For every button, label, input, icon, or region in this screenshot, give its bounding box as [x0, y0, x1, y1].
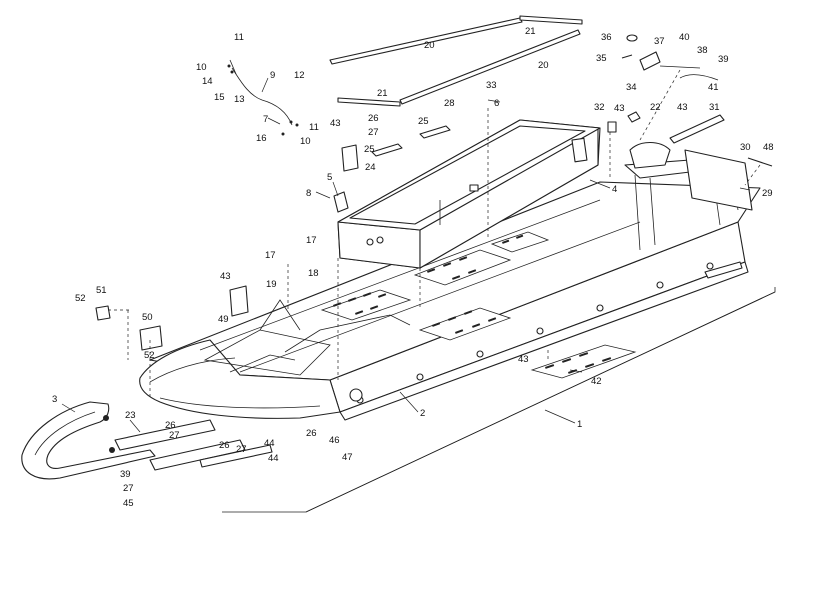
callout-label: 43 — [220, 271, 231, 282]
front-ski — [21, 401, 156, 480]
callout-label: 33 — [486, 80, 497, 91]
callout-labels: 1 2 3 4 5 6 7 8 9 10 10 11 11 12 13 14 1… — [52, 26, 774, 509]
callout-label: 6 — [494, 98, 499, 109]
callout-label: 2 — [420, 408, 425, 419]
callout-label: 52 — [144, 350, 155, 361]
floor-grates — [320, 231, 637, 379]
callout-label: 27 — [236, 444, 247, 455]
callout-label: 37 — [654, 36, 665, 47]
callout-label: 28 — [444, 98, 455, 109]
storage-box — [337, 119, 601, 269]
callout-label: 16 — [256, 133, 267, 144]
callout-label: 50 — [142, 312, 153, 323]
callout-label: 47 — [342, 452, 353, 463]
callout-label: 21 — [525, 26, 536, 37]
top-rails — [329, 15, 725, 144]
callout-label: 17 — [306, 235, 317, 246]
callout-label: 45 — [123, 498, 134, 509]
callout-label: 23 — [125, 410, 136, 421]
callout-label: 25 — [364, 144, 375, 155]
callout-label: 1 — [577, 419, 582, 430]
callout-label: 44 — [264, 438, 275, 449]
callout-label: 17 — [265, 250, 276, 261]
callout-label: 11 — [234, 32, 244, 43]
callout-label: 44 — [268, 453, 279, 464]
callout-label: 27 — [123, 483, 134, 494]
callout-label: 43 — [614, 103, 625, 114]
grate-left — [320, 289, 412, 321]
callout-label: 34 — [626, 82, 637, 93]
callout-label: 9 — [270, 70, 275, 81]
grate-center — [413, 249, 512, 286]
callout-label: 11 — [309, 122, 319, 133]
callout-label: 10 — [300, 136, 311, 147]
callout-label: 12 — [294, 70, 305, 81]
callout-label: 14 — [202, 76, 213, 87]
callout-label: 8 — [306, 188, 311, 199]
callout-label: 22 — [650, 102, 661, 113]
side-rivets — [349, 262, 714, 404]
callout-label: 27 — [368, 127, 379, 138]
callout-label: 39 — [120, 469, 131, 480]
callout-label: 38 — [697, 45, 708, 56]
grate-rear — [490, 231, 550, 253]
callout-label: 26 — [306, 428, 317, 439]
callout-leaders — [61, 77, 751, 433]
callout-label: 29 — [762, 188, 773, 199]
callout-label: 48 — [763, 142, 774, 153]
callout-label: 19 — [266, 279, 277, 290]
callout-label: 27 — [169, 430, 180, 441]
callout-label: 7 — [263, 114, 268, 125]
grate-loose-42 — [530, 344, 637, 379]
assembly-frame — [222, 287, 776, 513]
callout-label: 10 — [196, 62, 207, 73]
callout-label: 30 — [740, 142, 751, 153]
callout-label: 40 — [679, 32, 690, 43]
callout-label: 35 — [596, 53, 607, 64]
small-parts — [95, 34, 773, 351]
callout-label: 5 — [327, 172, 332, 183]
callout-label: 31 — [709, 102, 720, 113]
callout-label: 3 — [52, 394, 57, 405]
callout-label: 43 — [330, 118, 341, 129]
callout-label: 24 — [365, 162, 376, 173]
callout-label: 39 — [718, 54, 729, 65]
callout-label: 42 — [591, 376, 602, 387]
callout-label: 25 — [418, 116, 429, 127]
callout-label: 20 — [538, 60, 549, 71]
assembly-leaders — [108, 69, 761, 400]
callout-label: 21 — [377, 88, 388, 99]
callout-label: 26 — [165, 420, 176, 431]
callout-label: 49 — [218, 314, 229, 325]
callout-label: 32 — [594, 102, 605, 113]
callout-label: 26 — [219, 440, 230, 451]
callout-label: 15 — [214, 92, 225, 103]
callout-label: 18 — [308, 268, 319, 279]
callout-label: 41 — [708, 82, 719, 93]
callout-label: 26 — [368, 113, 379, 124]
callout-label: 46 — [329, 435, 340, 446]
callout-label: 4 — [612, 184, 617, 195]
grate-mid-left — [418, 307, 512, 341]
callout-label: 51 — [96, 285, 107, 296]
callout-label: 36 — [601, 32, 612, 43]
skid-plates — [114, 419, 273, 471]
callout-label: 52 — [75, 293, 86, 304]
callout-label: 20 — [424, 40, 435, 51]
callout-label: 43 — [677, 102, 688, 113]
callout-label: 43 — [518, 354, 529, 365]
callout-label: 13 — [234, 94, 245, 105]
